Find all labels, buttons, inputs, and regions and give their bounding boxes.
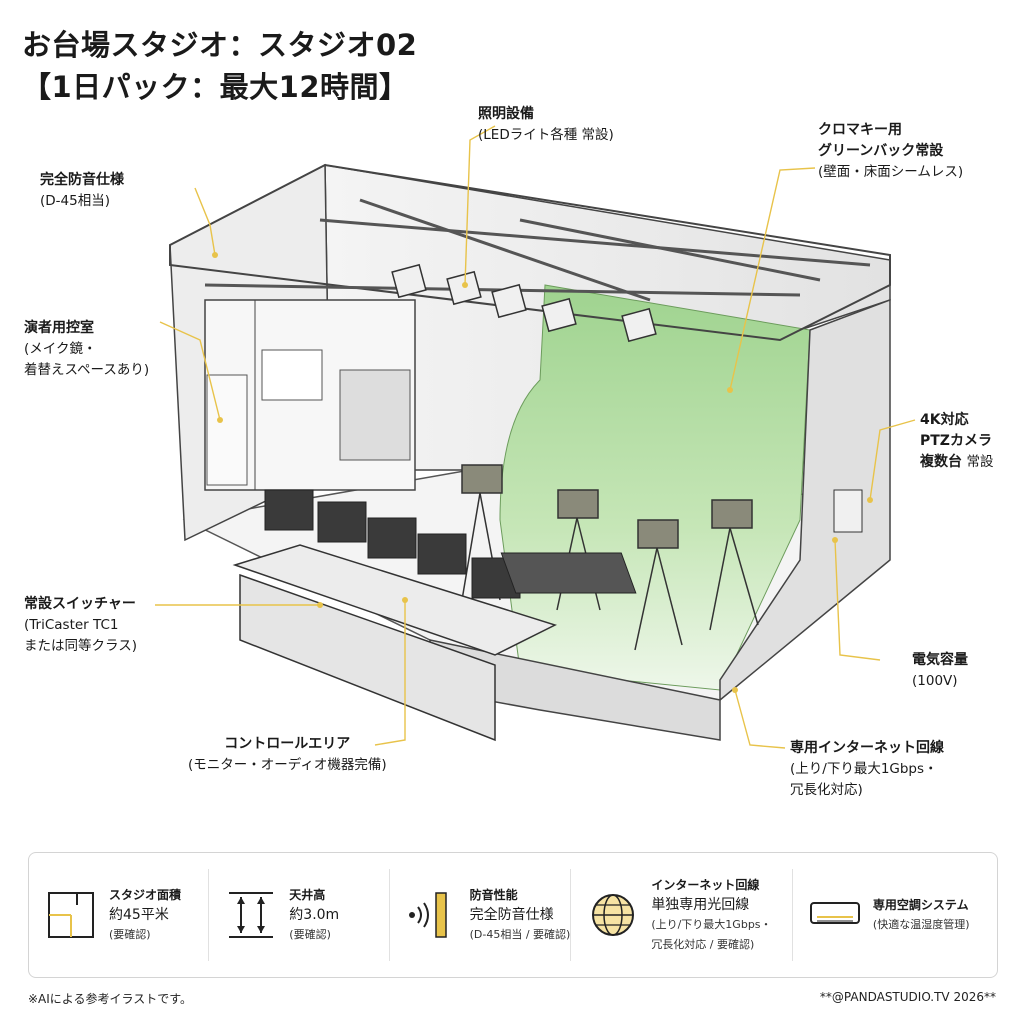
spec-ceiling-value: 約3.0m — [289, 907, 340, 923]
callout-control: コントロールエリア (モニター・オーディオ機器完備) — [188, 734, 387, 776]
callout-control-heading: コントロールエリア — [224, 736, 351, 752]
spec-ceiling-label: 天井高 — [289, 888, 326, 902]
callout-lighting: 照明設備 (LEDライト各種 常設) — [478, 104, 614, 146]
callout-internet-detail1: (上り/下り最大1Gbps・ — [790, 761, 938, 777]
callout-internet: 専用インターネット回線 (上り/下り最大1Gbps・ 冗長化対応) — [790, 738, 944, 801]
callout-green-room-detail1: (メイク鏡・ — [24, 341, 97, 357]
spec-soundproof-note: (D-45相当 / 要確認) — [469, 928, 571, 941]
studio-illustration — [155, 125, 916, 749]
cameras — [461, 464, 753, 549]
monitors — [264, 489, 521, 599]
spec-area-label: スタジオ面積 — [109, 888, 182, 902]
spec-soundproof: 防音性能 完全防音仕様 (D-45相当 / 要確認) — [390, 869, 572, 961]
page-title: お台場スタジオ：スタジオ02 — [22, 28, 418, 62]
callout-green-room-heading: 演者用控室 — [24, 320, 94, 336]
spec-ceiling-note: (要確認) — [289, 928, 331, 941]
spec-area-value: 約45平米 — [109, 907, 169, 923]
spec-aircon: 専用空調システム (快適な温湿度管理) — [793, 869, 997, 961]
spec-aircon-label: 専用空調システム — [872, 898, 969, 912]
callout-switcher-detail2: または同等クラス) — [24, 638, 137, 654]
spec-internet: インターネット回線 単独専用光回線 (上り/下り最大1Gbps・ 冗長化対応 /… — [571, 869, 793, 961]
spec-aircon-note: (快適な温湿度管理) — [872, 918, 970, 931]
callout-switcher-heading: 常設スイッチャー — [24, 596, 136, 612]
footer-disclaimer: ※AIによる参考イラストです。 — [28, 992, 193, 1006]
callout-camera: 4K対応 PTZカメラ 複数台 常設 — [920, 410, 993, 473]
callout-switcher: 常設スイッチャー (TriCaster TC1 または同等クラス) — [24, 594, 137, 657]
callout-green-room: 演者用控室 (メイク鏡・ 着替えスペースあり) — [24, 318, 149, 381]
callout-power: 電気容量 (100V) — [912, 650, 968, 692]
callout-soundproof-heading: 完全防音仕様 — [40, 172, 124, 188]
spec-soundproof-value: 完全防音仕様 — [469, 907, 554, 923]
callout-soundproof-detail: (D-45相当) — [40, 193, 110, 209]
spec-internet-note2: 冗長化対応 / 要確認) — [651, 938, 755, 951]
ceiling-height-icon — [229, 892, 274, 938]
callout-chroma-line3: (壁面・床面シームレス) — [818, 164, 964, 180]
page-subtitle: 【1日パック：最大12時間】 — [22, 70, 409, 104]
spec-bar: スタジオ面積 約45平米 (要確認) 天井高 約3.0m (要確認) 防音性能 — [28, 852, 998, 978]
air-conditioner-icon — [809, 902, 860, 924]
lights — [391, 263, 657, 343]
callout-chroma-line2: グリーンバック常設 — [818, 143, 944, 159]
spec-area-note: (要確認) — [109, 928, 151, 941]
callout-internet-detail2: 冗長化対応) — [790, 782, 863, 798]
callout-power-detail: (100V) — [912, 673, 958, 689]
callout-switcher-detail1: (TriCaster TC1 — [24, 617, 119, 633]
control-desk — [232, 544, 557, 656]
callout-lighting-detail: (LEDライト各種 常設) — [478, 127, 614, 143]
spec-internet-label: インターネット回線 — [651, 878, 760, 892]
spec-area: スタジオ面積 約45平米 (要確認) — [29, 869, 210, 961]
callout-camera-line3: 複数台 — [920, 454, 962, 470]
rack — [339, 369, 411, 461]
globe-icon — [592, 894, 635, 936]
soundproof-wall-icon — [408, 892, 447, 938]
ceiling-beam — [169, 163, 891, 342]
spec-ceiling: 天井高 約3.0m (要確認) — [209, 869, 390, 961]
spec-internet-note: (上り/下り最大1Gbps・ — [651, 918, 772, 931]
callout-camera-line1: 4K対応 — [920, 412, 969, 428]
callout-lighting-heading: 照明設備 — [478, 106, 534, 122]
switcher-panel — [500, 552, 637, 594]
electric-box — [833, 489, 863, 533]
mirror — [261, 349, 323, 401]
door — [206, 374, 248, 486]
spec-internet-value: 単独専用光回線 — [651, 897, 750, 913]
callout-chroma: クロマキー用 グリーンバック常設 (壁面・床面シームレス) — [818, 120, 963, 183]
callout-camera-line2: PTZカメラ — [920, 433, 992, 449]
spec-soundproof-label: 防音性能 — [469, 888, 518, 902]
callout-camera-note: 常設 — [966, 454, 994, 470]
callout-soundproof: 完全防音仕様 (D-45相当) — [40, 170, 124, 212]
callout-internet-heading: 専用インターネット回線 — [790, 740, 944, 756]
callout-chroma-line1: クロマキー用 — [818, 122, 902, 138]
callout-green-room-detail2: 着替えスペースあり) — [24, 362, 150, 378]
callout-control-detail: (モニター・オーディオ機器完備) — [188, 757, 387, 773]
floor-plan-icon — [48, 892, 94, 938]
callout-power-heading: 電気容量 — [912, 652, 968, 668]
leader-lines — [155, 125, 916, 749]
footer-credit: **@PANDASTUDIO.TV 2026** — [819, 990, 996, 1004]
